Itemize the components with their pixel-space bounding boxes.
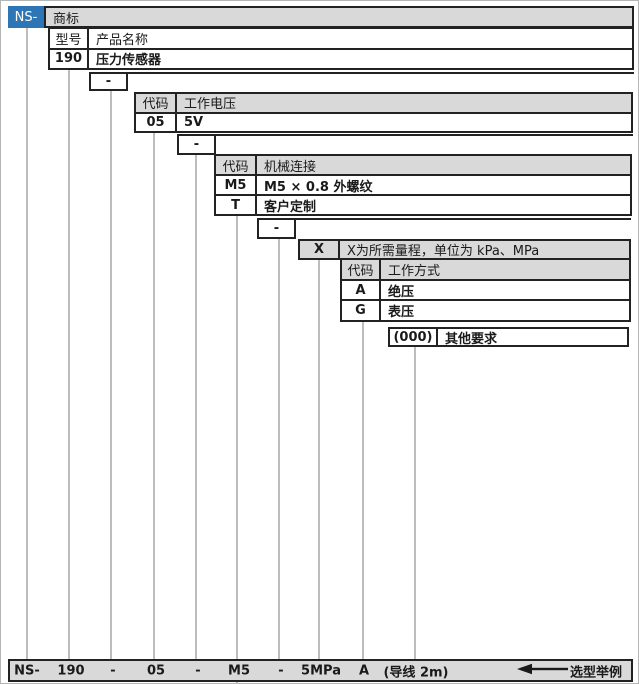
- range-code: X: [300, 241, 340, 258]
- model-code: 190: [50, 49, 89, 68]
- example-segment-dash1: -: [110, 663, 116, 678]
- drop-line-other: [413, 347, 417, 659]
- mode-code-a: A: [342, 280, 381, 300]
- voltage-table: 代码 工作电压 05 5V: [134, 92, 633, 133]
- mode-header-label: 工作方式: [388, 263, 441, 279]
- drop-line-voltage: [152, 133, 156, 659]
- connection-header-row: 代码 机械连接: [216, 156, 630, 175]
- connection-label-m5: M5 × 0.8 外螺纹: [264, 179, 373, 195]
- range-label: X为所需量程，单位为 kPa、MPa: [347, 244, 540, 259]
- connection-header-code: 代码: [216, 156, 257, 175]
- mode-label-a: 绝压: [388, 284, 415, 300]
- dash-separator-2: -: [177, 134, 216, 155]
- voltage-row: 05 5V: [136, 111, 631, 131]
- mode-header-code: 代码: [342, 260, 381, 279]
- dash1-rule: [126, 72, 634, 74]
- other-code: (000): [390, 329, 438, 345]
- drop-line-dash2: [194, 155, 198, 659]
- model-label: 压力传感器: [96, 53, 162, 69]
- selection-example-caption: 选型举例: [570, 665, 623, 680]
- range-table: X X为所需量程，单位为 kPa、MPa: [298, 239, 631, 260]
- example-segment-dash2: -: [195, 663, 201, 678]
- other-row: (000) 其他要求: [390, 329, 627, 347]
- drop-line-dash3: [277, 239, 281, 659]
- voltage-label: 5V: [184, 114, 204, 130]
- drop-line-prefix: [25, 27, 29, 659]
- connection-code-m5: M5: [216, 176, 257, 194]
- voltage-header-row: 代码 工作电压: [136, 94, 631, 112]
- dash3-rule: [294, 218, 631, 220]
- other-label: 其他要求: [445, 331, 498, 347]
- model-row: 190 压力传感器: [50, 47, 632, 69]
- trademark-row: 商标: [46, 8, 632, 27]
- drop-line-stub: [235, 681, 239, 683]
- drop-line-dash1: [109, 91, 113, 659]
- connection-row-m5: M5 M5 × 0.8 外螺纹: [216, 174, 630, 195]
- example-bar: NS- 190 - 05 - M5 - 5MPa A (导线 2m) 选型举例: [8, 659, 633, 682]
- example-segment-dash3: -: [278, 663, 284, 678]
- mode-label-g: 表压: [388, 305, 415, 321]
- mode-table: 代码 工作方式 A 绝压 G 表压: [340, 258, 631, 322]
- example-segment-lead: (导线 2m): [383, 665, 449, 680]
- model-header-row: 型号 产品名称: [50, 29, 632, 48]
- connection-row-t: T 客户定制: [216, 194, 630, 215]
- trademark-label: 商标: [53, 11, 80, 27]
- drop-line-model: [67, 70, 71, 659]
- connection-header-label: 机械连接: [264, 159, 317, 175]
- drop-line-range: [317, 260, 321, 659]
- voltage-code: 05: [136, 113, 177, 131]
- example-segment-model: 190: [57, 663, 85, 678]
- mode-row-a: A 绝压: [342, 278, 629, 300]
- prefix-cell: NS-: [8, 6, 44, 28]
- range-row: X X为所需量程，单位为 kPa、MPa: [300, 241, 629, 259]
- drop-line-mode: [361, 322, 365, 659]
- mode-row-g: G 表压: [342, 299, 629, 320]
- connection-label-t: 客户定制: [264, 199, 317, 215]
- dash2-rule: [214, 134, 633, 136]
- dash-separator-1: -: [89, 72, 128, 91]
- example-segment-prefix: NS-: [14, 663, 40, 678]
- mode-code-g: G: [342, 301, 381, 321]
- voltage-header-code: 代码: [136, 94, 177, 112]
- dash-separator-3: -: [257, 218, 296, 239]
- mode-header-row: 代码 工作方式: [342, 260, 629, 279]
- model-header-label: 产品名称: [96, 32, 149, 48]
- connection-table: 代码 机械连接 M5 M5 × 0.8 外螺纹 T 客户定制: [214, 154, 632, 216]
- example-segment-voltage: 05: [146, 663, 166, 678]
- trademark-table: 商标: [44, 6, 634, 28]
- other-table: (000) 其他要求: [388, 327, 629, 347]
- connection-code-t: T: [216, 196, 257, 214]
- example-segment-range: 5MPa: [301, 663, 341, 678]
- model-header-code: 型号: [50, 29, 89, 48]
- voltage-header-label: 工作电压: [184, 97, 237, 113]
- drop-line-connection: [235, 216, 239, 659]
- model-table: 型号 产品名称 190 压力传感器: [48, 27, 634, 70]
- example-segment-thread: M5: [228, 663, 250, 678]
- example-segment-mode: A: [358, 663, 370, 678]
- left-arrow-icon: [517, 663, 569, 679]
